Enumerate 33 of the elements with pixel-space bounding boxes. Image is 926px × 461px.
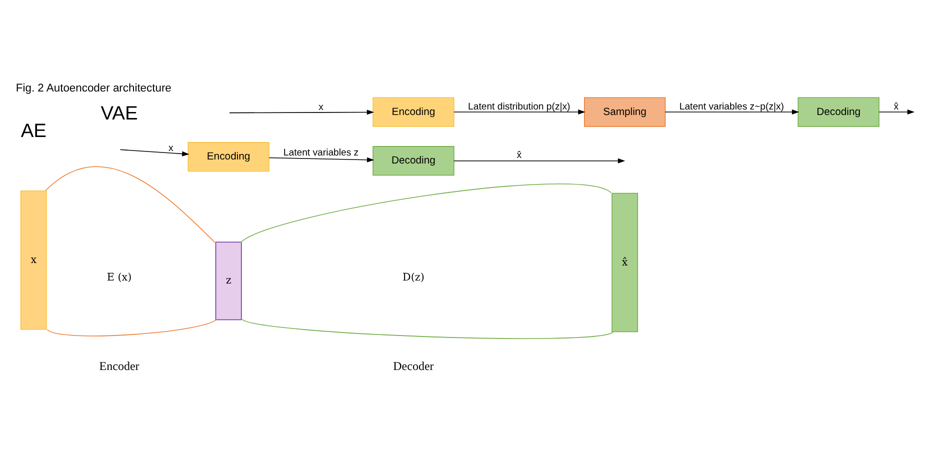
arrow <box>664 110 800 115</box>
label: VAE <box>100 103 138 124</box>
arrow <box>454 110 586 115</box>
node-box: Encoding <box>188 142 270 172</box>
connector <box>242 318 614 339</box>
label: Encoder <box>99 359 140 374</box>
node-box: Decoding <box>798 97 880 127</box>
connector <box>45 166 216 243</box>
edge-label: x̂ <box>894 101 899 112</box>
arrow <box>454 158 626 164</box>
node-box: x <box>20 190 47 330</box>
connector <box>46 318 217 336</box>
node-box: x̂ <box>612 192 638 332</box>
label: AE <box>20 121 46 142</box>
edge-label: x̂ <box>516 150 522 162</box>
connector <box>240 184 612 243</box>
label: D(z) <box>402 271 424 284</box>
diagram-title: Fig. 2 Autoencoder architecture <box>16 82 172 94</box>
edge-label: Latent variables z <box>283 148 359 159</box>
edge-label: x <box>318 102 324 114</box>
node-box: Decoding <box>372 146 454 176</box>
arrow <box>268 157 374 162</box>
edge-label: x <box>168 142 174 154</box>
node-box: Sampling <box>584 97 666 127</box>
arrow <box>229 110 374 115</box>
label: E (x) <box>106 271 132 284</box>
edge-label: Latent variables z~p(z|x) <box>679 101 784 112</box>
arrow <box>120 149 190 156</box>
node-box: z <box>215 242 242 320</box>
arrow <box>878 110 915 115</box>
label: Decoder <box>393 359 434 374</box>
node-box: Encoding <box>372 97 454 127</box>
edge-label: Latent distribution p(z|x) <box>468 101 570 112</box>
